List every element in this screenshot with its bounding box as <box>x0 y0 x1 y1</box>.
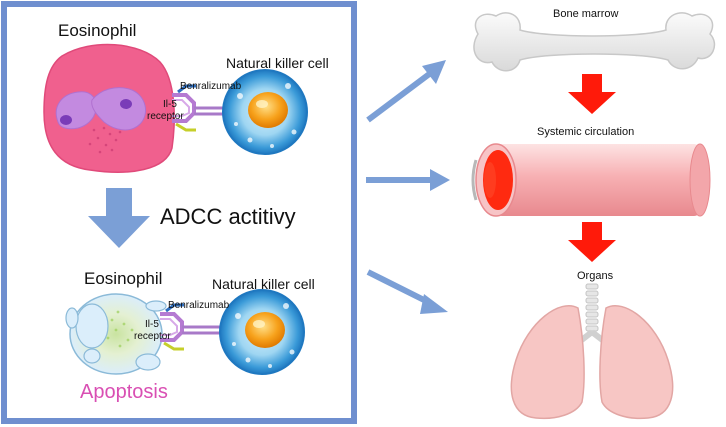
bone-marrow-label: Bone marrow <box>553 8 618 20</box>
benralizumab-label-bottom: Benralizumab <box>168 300 230 311</box>
eosinophil-label-top: Eosinophil <box>58 21 136 40</box>
eosinophil-cell-top <box>43 43 175 173</box>
systemic-circulation-label: Systemic circulation <box>537 126 634 138</box>
flow-arrow-bone-to-circulation <box>568 74 616 114</box>
bone-illustration <box>473 12 716 72</box>
connector-arrow-to-organs <box>366 269 448 314</box>
receptor-label-top-line1: Il-5 <box>163 99 177 110</box>
receptor-antibody-complex-bottom <box>160 303 222 351</box>
flow-arrow-circulation-to-organs <box>568 222 616 262</box>
eosinophil-label-bottom: Eosinophil <box>84 269 162 288</box>
nk-cell-label-top: Natural killer cell <box>226 55 329 71</box>
receptor-label-bottom-line1: Il-5 <box>145 319 159 330</box>
receptor-antibody-complex-top <box>172 84 230 132</box>
adcc-down-arrow <box>88 188 150 248</box>
blood-vessel-illustration <box>471 143 711 217</box>
organs-label: Organs <box>577 270 614 282</box>
lungs-illustration <box>510 283 674 420</box>
adcc-activity-label: ADCC actitivy <box>160 204 296 229</box>
nk-cell-label-bottom: Natural killer cell <box>212 276 315 292</box>
apoptotic-eosinophil <box>65 293 167 375</box>
receptor-label-top-line2: receptor <box>147 111 184 122</box>
nk-cell-bottom <box>219 289 305 375</box>
connector-arrow-to-bone-marrow <box>366 60 446 123</box>
apoptosis-label: Apoptosis <box>80 381 168 403</box>
connector-arrow-to-circulation <box>366 169 450 191</box>
receptor-label-bottom-line2: receptor <box>134 331 171 342</box>
nk-cell-top <box>222 69 308 155</box>
benralizumab-label-top: Benralizumab <box>180 81 242 92</box>
